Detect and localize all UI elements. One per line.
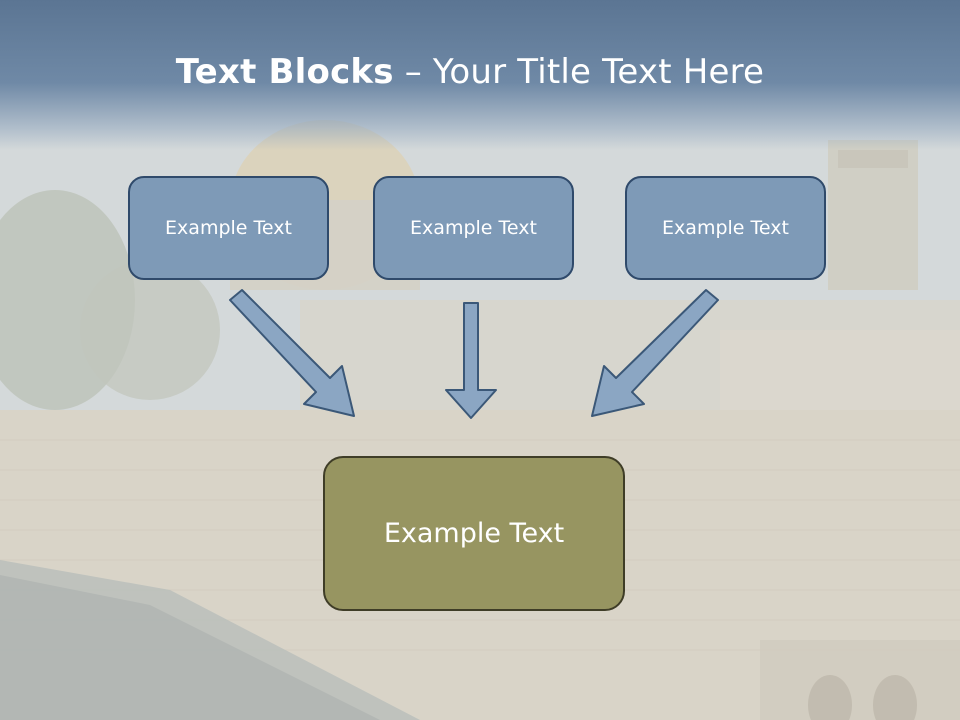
title-bold: Text Blocks bbox=[175, 52, 394, 92]
text-block-3-label: Example Text bbox=[662, 217, 789, 239]
text-block-1[interactable]: Example Text bbox=[128, 176, 329, 280]
arrow-right bbox=[591, 289, 719, 417]
text-block-2-label: Example Text bbox=[410, 217, 537, 239]
target-text-block-label: Example Text bbox=[383, 518, 565, 549]
slide-title: Text Blocks – Your Title Text Here bbox=[0, 52, 940, 92]
text-block-2[interactable]: Example Text bbox=[373, 176, 574, 280]
target-text-block[interactable]: Example Text bbox=[323, 456, 625, 611]
arrow-center bbox=[445, 302, 497, 419]
title-dash: – bbox=[393, 52, 433, 92]
title-band bbox=[0, 0, 960, 150]
text-block-1-label: Example Text bbox=[165, 217, 292, 239]
text-block-3[interactable]: Example Text bbox=[625, 176, 826, 280]
arrow-left bbox=[229, 289, 355, 417]
title-text: Your Title Text Here bbox=[432, 52, 765, 92]
